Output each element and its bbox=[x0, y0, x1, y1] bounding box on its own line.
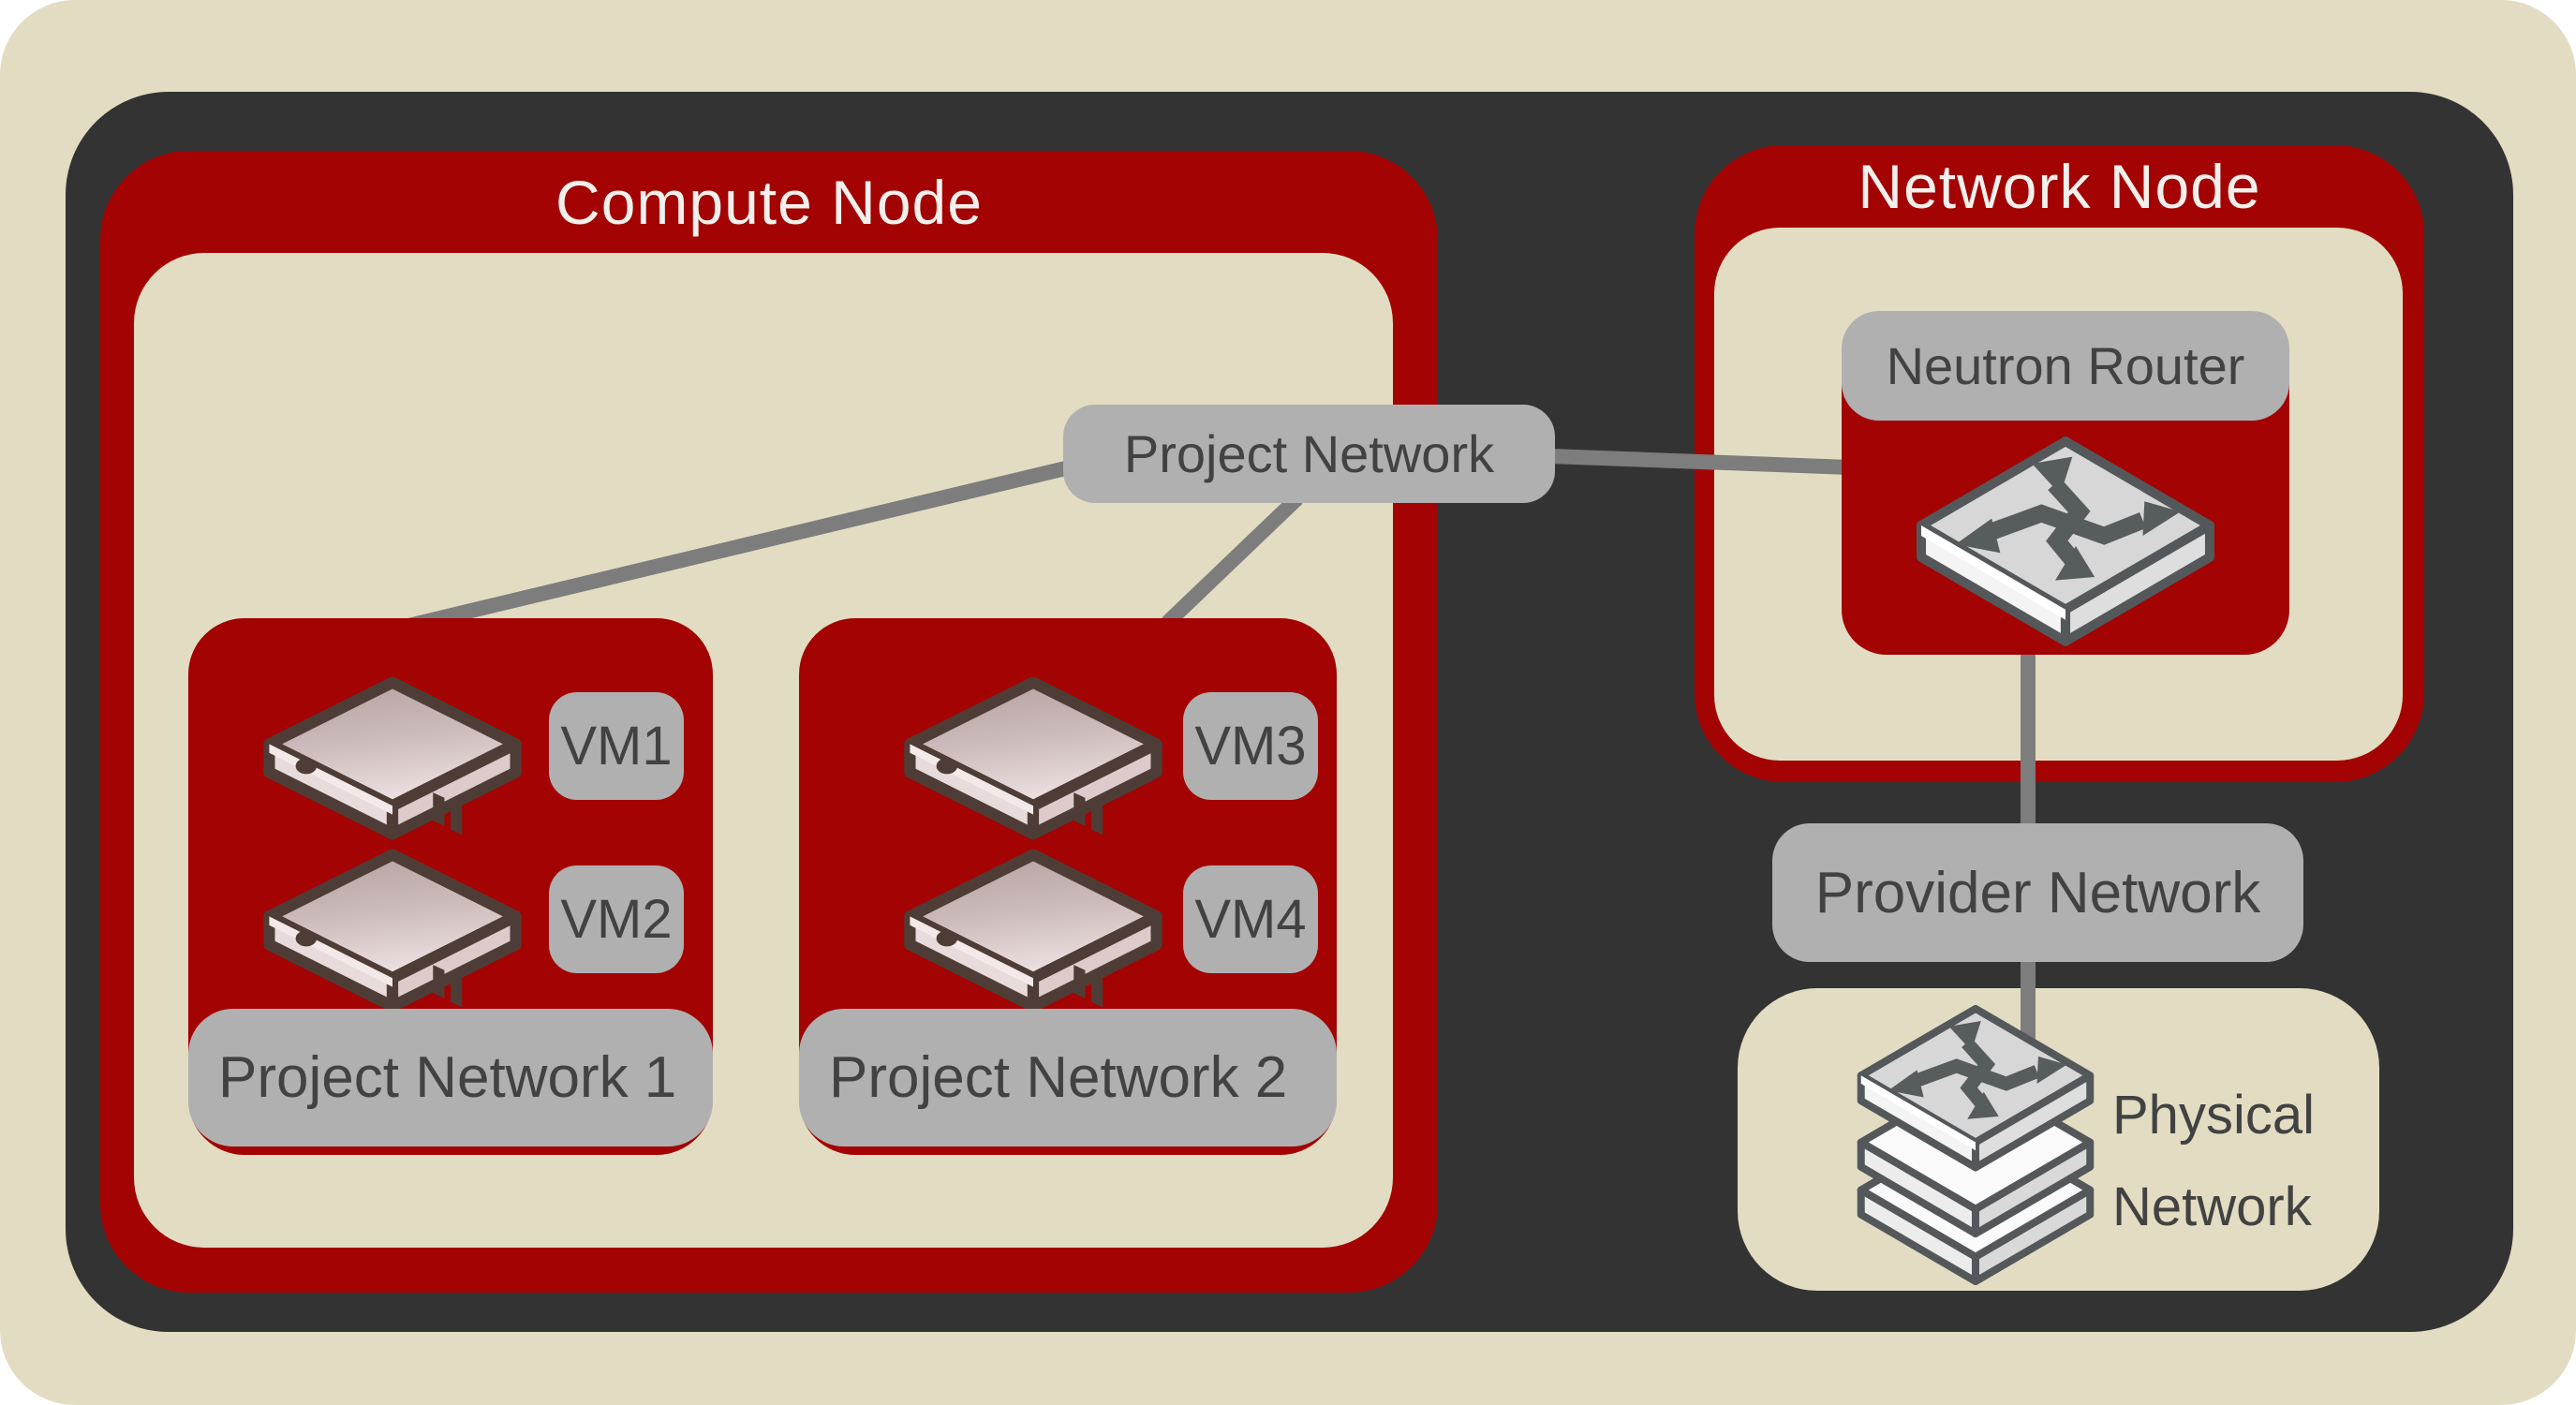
neutron-router-label: Neutron Router bbox=[1842, 311, 2289, 421]
vm-server-icon bbox=[260, 673, 525, 842]
provider-network-label: Provider Network bbox=[1772, 823, 2303, 962]
vm-server-icon bbox=[901, 845, 1165, 1014]
project-network-2-label: Project Network 2 bbox=[799, 1009, 1337, 1146]
physical-network-label-line1: Physical bbox=[2112, 1085, 2315, 1146]
network-switch-icon bbox=[1911, 431, 2220, 650]
switch-stack-icon bbox=[1853, 1000, 2098, 1287]
vm1-label: VM1 bbox=[549, 692, 684, 800]
compute-node-title: Compute Node bbox=[555, 167, 983, 237]
project-network-1-label: Project Network 1 bbox=[188, 1009, 713, 1146]
physical-network-label-line2: Network bbox=[2112, 1176, 2312, 1237]
project-network-label: Project Network bbox=[1063, 405, 1555, 503]
vm4-label: VM4 bbox=[1183, 865, 1318, 973]
vm2-label: VM2 bbox=[549, 865, 684, 973]
vm-server-icon bbox=[901, 673, 1165, 842]
vm3-label: VM3 bbox=[1183, 692, 1318, 800]
network-node-title: Network Node bbox=[1858, 152, 2261, 221]
vm-server-icon bbox=[260, 845, 525, 1014]
physical-network-label: Physical Network bbox=[2112, 1070, 2315, 1253]
